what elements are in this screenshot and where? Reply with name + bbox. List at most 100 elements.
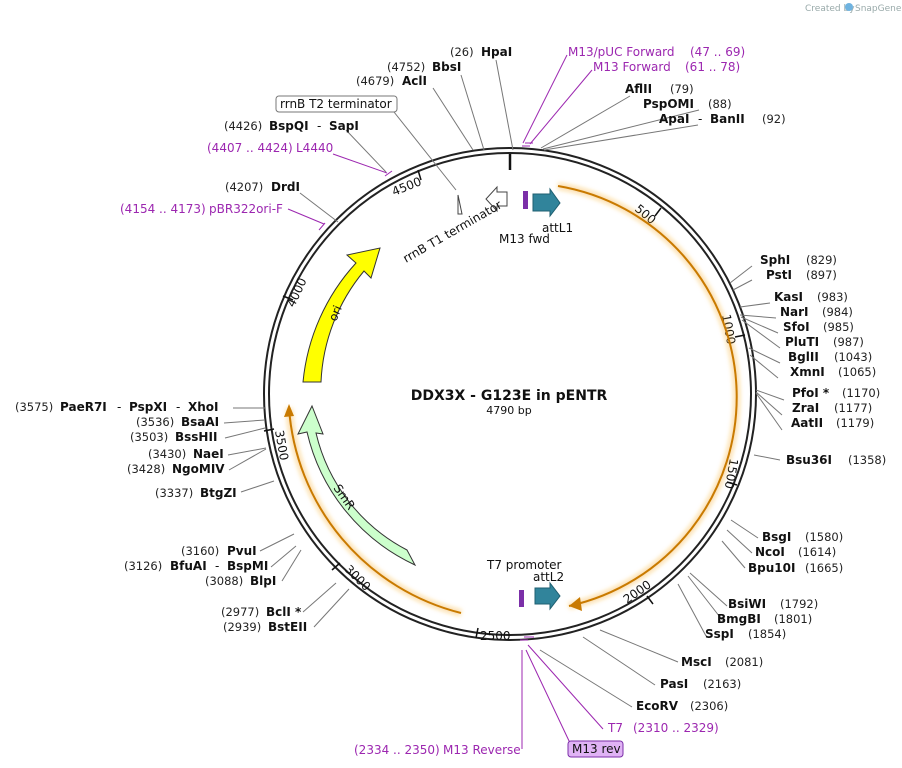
site-pasi: PasI	[660, 677, 688, 691]
attl1-feature[interactable]: attL1 M13 fwd	[499, 187, 573, 246]
right-site-labels[interactable]: (26) HpaI AflII (79) PspOMI (88) ApaI - …	[450, 45, 886, 713]
attl2-label: attL2	[533, 570, 564, 584]
rrnb-t2-box	[275, 95, 398, 113]
svg-text:(3337): (3337)	[155, 486, 193, 500]
primer-m13-forward-pos: (61 .. 78)	[685, 60, 740, 74]
site-xhoi: XhoI	[188, 400, 219, 414]
site-btgzi: BtgZI	[200, 486, 237, 500]
smr-feature[interactable]: SmR	[297, 404, 417, 567]
site-ngomiv: NgoMIV	[172, 462, 225, 476]
site-bsiwi: BsiWI	[728, 597, 766, 611]
svg-text:(1177): (1177)	[834, 401, 872, 415]
rrnb-t1-feature[interactable]: rrnB T1 terminator	[401, 185, 508, 266]
orf-right-arrowhead	[569, 597, 582, 611]
svg-text:(829): (829)	[806, 253, 837, 267]
site-bsaai: BsaAI	[181, 415, 219, 429]
svg-text:(1043): (1043)	[834, 350, 872, 364]
m13fwd-label: M13 fwd	[499, 232, 550, 246]
tick-mark-3000	[331, 562, 341, 571]
site-pspxi: PspXI	[129, 400, 167, 414]
svg-text:(984): (984)	[822, 305, 853, 319]
tick-mark-2000	[646, 595, 654, 605]
ori-label: ori	[326, 303, 345, 323]
site-hpai: HpaI	[481, 45, 512, 59]
site-drdi: DrdI	[271, 180, 300, 194]
site-leader-lines	[223, 59, 785, 708]
svg-text:(1801): (1801)	[774, 612, 812, 626]
primer-m13-reverse: M13 Reverse	[443, 743, 521, 757]
attl1-arrow	[532, 187, 561, 218]
primer-m13-puc-forward: M13/pUC Forward	[568, 45, 675, 59]
rrnb-t1-small-arrow	[457, 194, 463, 215]
site-pluti: PluTI	[785, 335, 819, 349]
site-aflii: AflII	[625, 82, 652, 96]
site-bspqi: BspQI	[269, 119, 309, 133]
primer-pbr322ori-f: pBR322ori-F	[209, 202, 283, 216]
site-psti: PstI	[766, 268, 792, 282]
svg-text:-: -	[215, 559, 219, 573]
site-bsteii: BstEII	[268, 620, 307, 634]
site-apai: ApaI	[659, 112, 689, 126]
site-bsshii: BssHII	[175, 430, 217, 444]
left-site-labels[interactable]: (4752) BbsI (4679) AclI (4426) BspQI - S…	[15, 60, 461, 634]
orf-arcs	[284, 182, 741, 617]
m13rev-label: M13 rev	[572, 742, 621, 756]
site-blpi: BlpI	[250, 574, 276, 588]
site-paer7i: PaeR7I	[60, 400, 107, 414]
svg-text:(4752): (4752)	[387, 60, 425, 74]
svg-text:(1179): (1179)	[836, 416, 874, 430]
svg-text:(3536): (3536)	[136, 415, 174, 429]
primer-m13-puc-forward-pos: (47 .. 69)	[690, 45, 745, 59]
tick-mark-500	[654, 207, 662, 217]
rrnb-t2-feature[interactable]: rrnB T2 terminator	[275, 95, 457, 191]
svg-text:(2081): (2081)	[725, 655, 763, 669]
site-nari: NarI	[780, 305, 809, 319]
svg-text:(1665): (1665)	[805, 561, 843, 575]
svg-text:(3430): (3430)	[148, 447, 186, 461]
ori-feature[interactable]: ori	[302, 247, 381, 383]
svg-text:-: -	[176, 400, 180, 414]
site-xmni: XmnI	[790, 365, 825, 379]
tick-label-4500: 4500	[390, 174, 424, 198]
site-pvui: PvuI	[227, 544, 257, 558]
svg-text:(3126): (3126)	[124, 559, 162, 573]
m13rev-feature[interactable]: M13 rev	[567, 740, 624, 758]
tick-mark-2500	[475, 627, 479, 639]
snapgene-logo-icon	[845, 3, 853, 11]
site-kasi: KasI	[774, 290, 803, 304]
m13rev-box	[567, 740, 624, 758]
t7-promoter-label: T7 promoter	[486, 558, 562, 572]
svg-text:-: -	[117, 400, 121, 414]
attl2-primer-mark	[519, 590, 524, 607]
tick-label-2500: 2500	[480, 629, 511, 643]
site-sphi: SphI	[760, 253, 790, 267]
site-naei: NaeI	[193, 447, 224, 461]
site-bmgbi: BmgBI	[717, 612, 761, 626]
tick-mark-3500	[263, 428, 275, 432]
site-bpu10i: Bpu10I	[748, 561, 795, 575]
plasmid-title: DDX3X - G123E in pENTR	[411, 388, 608, 404]
primer-labels[interactable]: M13/pUC Forward (47 .. 69) M13 Forward (…	[120, 45, 745, 757]
tick-mark-1500	[726, 481, 738, 486]
primer-m13-forward: M13 Forward	[593, 60, 671, 74]
plasmid-backbone	[263, 147, 757, 641]
svg-text:(3088): (3088)	[205, 574, 243, 588]
primer-t7: T7	[607, 721, 623, 735]
svg-text:(987): (987)	[833, 335, 864, 349]
svg-text:(3575): (3575)	[15, 400, 53, 414]
site-bsu36i: Bsu36I	[786, 453, 832, 467]
smr-arrow	[297, 404, 417, 567]
created-by-text: Created by	[805, 4, 855, 14]
site-pfoi: PfoI *	[792, 386, 830, 400]
primer-l4440-pos: (4407 .. 4424)	[207, 141, 293, 155]
svg-text:(2977): (2977)	[221, 605, 259, 619]
rrnb-t1-label: rrnB T1 terminator	[401, 198, 505, 266]
attl2-feature[interactable]: attL2 T7 promoter	[486, 558, 564, 611]
site-pspomi: PspOMI	[643, 97, 694, 111]
site-sspi: SspI	[705, 627, 734, 641]
plasmid-length: 4790 bp	[486, 404, 531, 417]
tick-label-4000: 4000	[284, 276, 310, 310]
site-ecorv: EcoRV	[636, 699, 679, 713]
snapgene-brand-text: SnapGene	[855, 4, 902, 14]
svg-text:(4426): (4426)	[224, 119, 262, 133]
